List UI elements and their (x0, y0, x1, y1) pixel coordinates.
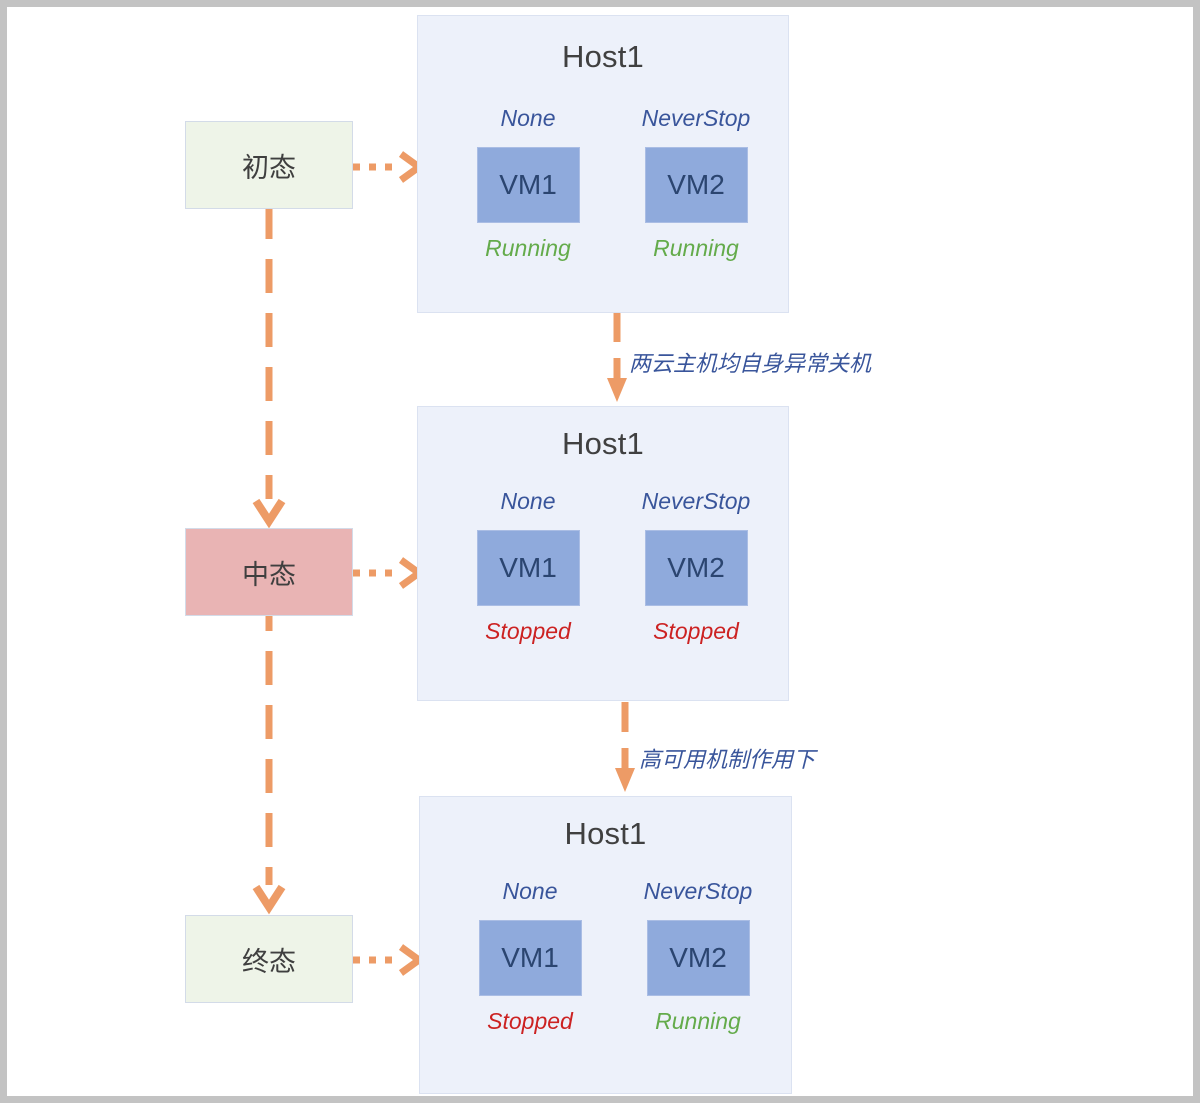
vm-status-label: Stopped (487, 1008, 573, 1034)
vm-group-vm2[interactable]: NeverStop VM2 Stopped (626, 490, 766, 643)
host-title: Host1 (564, 816, 647, 851)
vm-policy-label: NeverStop (643, 878, 753, 904)
host-title: Host1 (562, 39, 644, 74)
vm-box[interactable]: VM1 (478, 920, 582, 996)
state-label: 初态 (242, 152, 296, 183)
state-label: 中态 (242, 559, 296, 590)
host-panel-2[interactable]: Host1 None VM1 Stopped NeverStop VM2 Sto… (417, 406, 789, 701)
vm-box[interactable]: VM1 (476, 530, 580, 606)
arrow-panel2-to-panel3 (615, 702, 635, 792)
vm-status-label: Running (485, 235, 571, 261)
transition-label-2: 高可用机制作用下 (639, 747, 816, 772)
vm-name-label: VM2 (667, 552, 725, 583)
vm-policy-label: None (500, 105, 556, 131)
vm-status-label: Stopped (653, 618, 739, 644)
vm-name-label: VM1 (499, 552, 557, 583)
state-label: 终态 (242, 946, 296, 977)
vm-box[interactable]: VM1 (476, 147, 580, 223)
vm-status-label: Stopped (485, 618, 571, 644)
vm-box[interactable]: VM2 (646, 920, 750, 996)
vm-name-label: VM1 (499, 169, 557, 200)
vm-group-vm1[interactable]: None VM1 Stopped (460, 880, 600, 1033)
vm-status-label: Running (655, 1008, 741, 1034)
state-box-middle[interactable]: 中态 (185, 528, 353, 616)
transition-label-1: 两云主机均自身异常关机 (629, 351, 872, 376)
host-panel-3[interactable]: Host1 None VM1 Stopped NeverStop VM2 Run… (419, 796, 792, 1094)
host-title: Host1 (562, 426, 644, 461)
vm-policy-label: None (500, 488, 556, 514)
vm-policy-label: NeverStop (641, 105, 751, 131)
vm-group-vm1[interactable]: None VM1 Stopped (458, 490, 598, 643)
vm-policy-label: None (502, 878, 558, 904)
arrow-final-to-panel3 (353, 944, 425, 976)
vm-policy-label: NeverStop (641, 488, 751, 514)
vm-name-label: VM1 (501, 942, 559, 973)
vm-group-vm2[interactable]: NeverStop VM2 Running (628, 880, 768, 1033)
host-panel-1[interactable]: Host1 None VM1 Running NeverStop VM2 Run… (417, 15, 789, 313)
state-box-initial[interactable]: 初态 (185, 121, 353, 209)
vm-group-vm1[interactable]: None VM1 Running (458, 107, 598, 260)
vm-box[interactable]: VM2 (644, 147, 748, 223)
arrow-panel1-to-panel2 (607, 312, 627, 402)
state-box-final[interactable]: 终态 (185, 915, 353, 1003)
vm-group-vm2[interactable]: NeverStop VM2 Running (626, 107, 766, 260)
vm-name-label: VM2 (669, 942, 727, 973)
vm-status-label: Running (653, 235, 739, 261)
state-flow-spine (252, 205, 286, 915)
vm-name-label: VM2 (667, 169, 725, 200)
vm-box[interactable]: VM2 (644, 530, 748, 606)
